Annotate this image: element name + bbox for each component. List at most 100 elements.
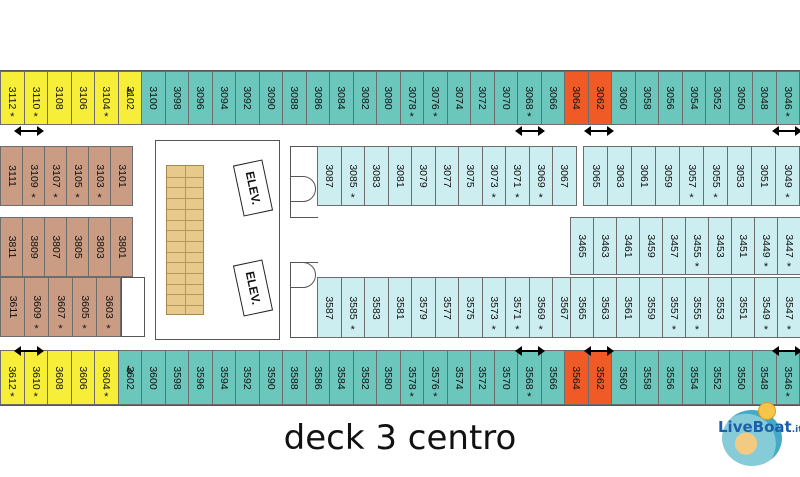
cabin-3600[interactable]: 3600 <box>141 350 166 405</box>
cabin-3067[interactable]: 3067 <box>552 146 577 206</box>
cabin-3586[interactable]: 3586 <box>305 350 330 405</box>
cabin-3451[interactable]: 3451 <box>731 217 755 275</box>
cabin-3587[interactable]: 3587 <box>317 277 342 338</box>
cabin-3069[interactable]: 3069* <box>528 146 553 206</box>
cabin-3571[interactable]: 3571* <box>505 277 530 338</box>
cabin-3573[interactable]: 3573* <box>481 277 506 338</box>
cabin-3083[interactable]: 3083 <box>364 146 389 206</box>
cabin-3098[interactable]: 3098 <box>164 71 189 125</box>
cabin-3104[interactable]: 3104* <box>94 71 119 125</box>
cabin-3610[interactable]: 3610* <box>23 350 48 405</box>
cabin-3585[interactable]: 3585* <box>340 277 365 338</box>
cabin-3046[interactable]: 3046* <box>775 71 800 125</box>
cabin-3457[interactable]: 3457 <box>662 217 686 275</box>
cabin-3805[interactable]: 3805 <box>66 217 89 277</box>
cabin-3081[interactable]: 3081 <box>387 146 412 206</box>
cabin-3072[interactable]: 3072 <box>470 71 495 125</box>
cabin-3050[interactable]: 3050 <box>728 71 753 125</box>
cabin-3064[interactable]: 3064 <box>564 71 589 125</box>
cabin-3555[interactable]: 3555* <box>685 277 709 338</box>
cabin-3558[interactable]: 3558 <box>634 350 659 405</box>
cabin-3051[interactable]: 3051 <box>751 146 776 206</box>
cabin-3590[interactable]: 3590 <box>258 350 283 405</box>
cabin-3565[interactable]: 3565 <box>570 277 594 338</box>
cabin-3453[interactable]: 3453 <box>708 217 732 275</box>
cabin-3612[interactable]: 3612* <box>0 350 25 405</box>
cabin-3557[interactable]: 3557* <box>662 277 686 338</box>
cabin-3088[interactable]: 3088 <box>282 71 307 125</box>
cabin-3054[interactable]: 3054 <box>681 71 706 125</box>
cabin-3602[interactable]: 3602♿ <box>117 350 142 405</box>
cabin-3449[interactable]: 3449* <box>754 217 778 275</box>
cabin-3574[interactable]: 3574 <box>446 350 471 405</box>
cabin-3065[interactable]: 3065 <box>583 146 608 206</box>
cabin-3077[interactable]: 3077 <box>434 146 459 206</box>
cabin-3575[interactable]: 3575 <box>458 277 483 338</box>
cabin-3570[interactable]: 3570 <box>493 350 518 405</box>
cabin-3569[interactable]: 3569* <box>528 277 553 338</box>
cabin-3455[interactable]: 3455* <box>685 217 709 275</box>
cabin-3073[interactable]: 3073* <box>481 146 506 206</box>
cabin-3568[interactable]: 3568* <box>517 350 542 405</box>
cabin-3556[interactable]: 3556 <box>658 350 683 405</box>
cabin-3053[interactable]: 3053 <box>727 146 752 206</box>
cabin-3594[interactable]: 3594 <box>211 350 236 405</box>
cabin-3559[interactable]: 3559 <box>639 277 663 338</box>
cabin-3085[interactable]: 3085* <box>340 146 365 206</box>
cabin-3066[interactable]: 3066 <box>540 71 565 125</box>
cabin-3096[interactable]: 3096 <box>188 71 213 125</box>
cabin-3580[interactable]: 3580 <box>376 350 401 405</box>
cabin-3550[interactable]: 3550 <box>728 350 753 405</box>
cabin-3084[interactable]: 3084 <box>329 71 354 125</box>
cabin-3102[interactable]: 3102♿ <box>117 71 142 125</box>
cabin-3803[interactable]: 3803 <box>88 217 111 277</box>
cabin-3057[interactable]: 3057* <box>679 146 704 206</box>
cabin-3059[interactable]: 3059 <box>655 146 680 206</box>
cabin-3563[interactable]: 3563 <box>593 277 617 338</box>
cabin-3110[interactable]: 3110* <box>23 71 48 125</box>
cabin-3572[interactable]: 3572 <box>470 350 495 405</box>
cabin-3584[interactable]: 3584 <box>329 350 354 405</box>
cabin-3056[interactable]: 3056 <box>658 71 683 125</box>
cabin-3588[interactable]: 3588 <box>282 350 307 405</box>
cabin-3052[interactable]: 3052 <box>705 71 730 125</box>
cabin-3592[interactable]: 3592 <box>235 350 260 405</box>
cabin-3463[interactable]: 3463 <box>593 217 617 275</box>
cabin-3609[interactable]: 3609* <box>24 277 49 337</box>
cabin-3606[interactable]: 3606 <box>70 350 95 405</box>
cabin-3551[interactable]: 3551 <box>731 277 755 338</box>
cabin-3564[interactable]: 3564 <box>564 350 589 405</box>
cabin-3049[interactable]: 3049* <box>775 146 800 206</box>
cabin-3809[interactable]: 3809 <box>22 217 45 277</box>
cabin-3582[interactable]: 3582 <box>352 350 377 405</box>
cabin-3058[interactable]: 3058 <box>634 71 659 125</box>
cabin-3578[interactable]: 3578* <box>399 350 424 405</box>
cabin-3579[interactable]: 3579 <box>411 277 436 338</box>
cabin-3112[interactable]: 3112* <box>0 71 25 125</box>
cabin-3071[interactable]: 3071* <box>505 146 530 206</box>
cabin-3100[interactable]: 3100 <box>141 71 166 125</box>
cabin-3048[interactable]: 3048 <box>752 71 777 125</box>
cabin-3075[interactable]: 3075 <box>458 146 483 206</box>
cabin-3068[interactable]: 3068* <box>517 71 542 125</box>
cabin-3596[interactable]: 3596 <box>188 350 213 405</box>
cabin-3086[interactable]: 3086 <box>305 71 330 125</box>
cabin-3611[interactable]: 3611 <box>0 277 25 337</box>
cabin-3562[interactable]: 3562 <box>587 350 612 405</box>
cabin-3063[interactable]: 3063 <box>607 146 632 206</box>
cabin-3109[interactable]: 3109* <box>22 146 45 206</box>
cabin-3553[interactable]: 3553 <box>708 277 732 338</box>
cabin-3087[interactable]: 3087 <box>317 146 342 206</box>
cabin-3465[interactable]: 3465 <box>570 217 594 275</box>
cabin-3094[interactable]: 3094 <box>211 71 236 125</box>
cabin-3076[interactable]: 3076* <box>423 71 448 125</box>
cabin-3583[interactable]: 3583 <box>364 277 389 338</box>
cabin-3554[interactable]: 3554 <box>681 350 706 405</box>
cabin-3092[interactable]: 3092 <box>235 71 260 125</box>
cabin-3070[interactable]: 3070 <box>493 71 518 125</box>
cabin-3060[interactable]: 3060 <box>611 71 636 125</box>
cabin-3074[interactable]: 3074 <box>446 71 471 125</box>
cabin-3090[interactable]: 3090 <box>258 71 283 125</box>
cabin-3082[interactable]: 3082 <box>352 71 377 125</box>
cabin-3061[interactable]: 3061 <box>631 146 656 206</box>
